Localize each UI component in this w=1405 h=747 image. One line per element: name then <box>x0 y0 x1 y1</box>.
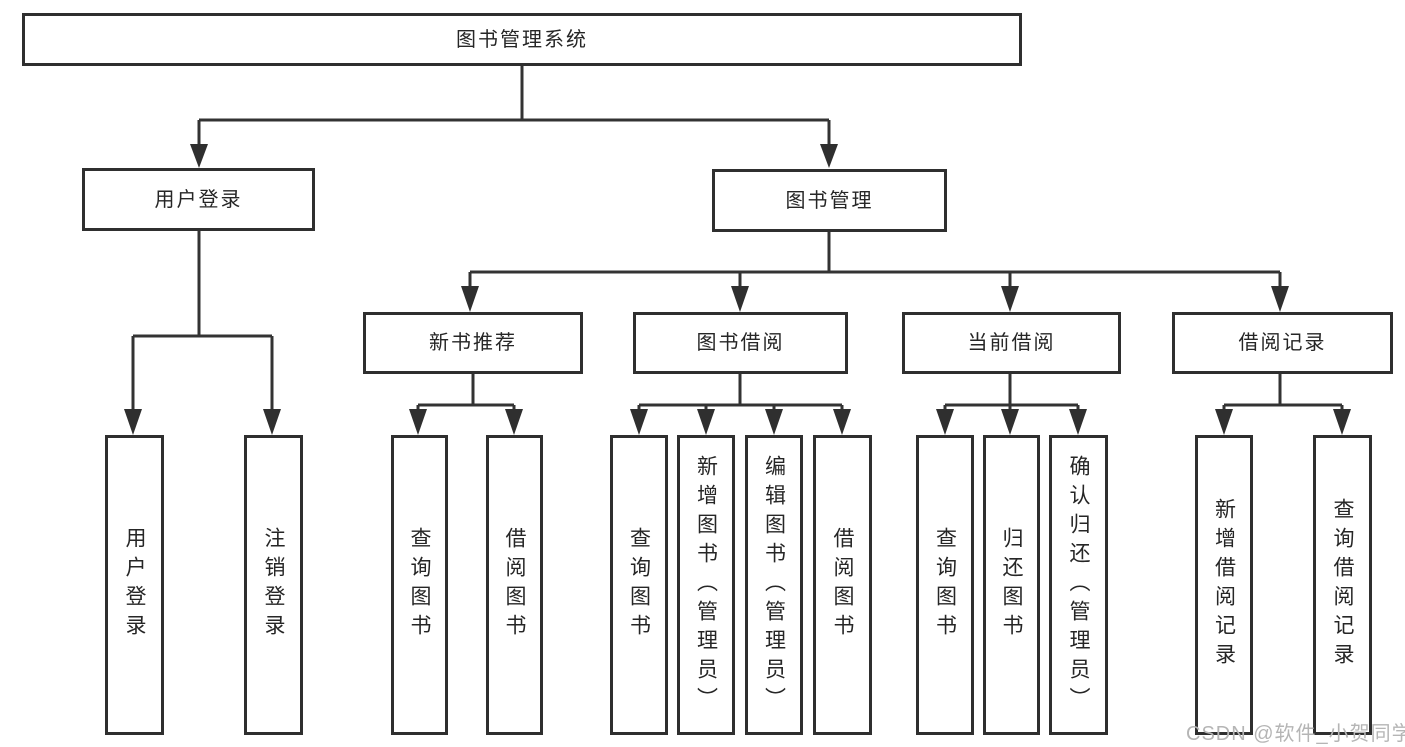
leaf-logout-label: 注销登录 <box>262 527 285 643</box>
leaf-borrow-add-books-admin-label: 新增图书（管理员） <box>694 454 718 716</box>
node-current-borrow-label: 当前借阅 <box>967 332 1056 354</box>
node-new-book-recommend-label: 新书推荐 <box>429 332 517 354</box>
leaf-newbooks-borrow-books-label: 借阅图书 <box>503 527 526 643</box>
node-user-login: 用户登录 <box>82 168 315 231</box>
node-new-book-recommend: 新书推荐 <box>363 312 583 374</box>
leaf-records-add-borrow-record-label: 新增借阅记录 <box>1212 498 1236 672</box>
node-borrow-records-label: 借阅记录 <box>1238 332 1327 354</box>
node-book-management-label: 图书管理 <box>785 189 874 212</box>
leaf-logout: 注销登录 <box>244 435 303 735</box>
csdn-watermark: CSDN @软件_小贺同学 <box>1186 723 1405 745</box>
leaf-newbooks-borrow-books: 借阅图书 <box>486 435 543 735</box>
leaf-borrow-borrow-books-label: 借阅图书 <box>831 527 854 643</box>
leaf-user-login: 用户登录 <box>105 435 164 735</box>
leaf-records-query-borrow-record-label: 查询借阅记录 <box>1331 498 1354 672</box>
leaf-records-add-borrow-record: 新增借阅记录 <box>1195 435 1253 735</box>
leaf-borrow-edit-books-admin-label: 编辑图书（管理员） <box>762 454 786 716</box>
leaf-newbooks-query-books: 查询图书 <box>391 435 448 735</box>
leaf-user-login-label: 用户登录 <box>123 527 146 643</box>
node-book-borrow-label: 图书借阅 <box>696 332 785 354</box>
leaf-current-confirm-return-admin-label: 确认归还（管理员） <box>1067 454 1090 716</box>
leaf-current-return-books-label: 归还图书 <box>1000 527 1023 643</box>
leaf-borrow-query-books: 查询图书 <box>610 435 668 735</box>
node-user-login-label: 用户登录 <box>154 188 243 211</box>
leaf-borrow-edit-books-admin: 编辑图书（管理员） <box>745 435 803 735</box>
node-book-management: 图书管理 <box>712 169 947 232</box>
leaf-current-return-books: 归还图书 <box>983 435 1040 735</box>
node-library-system-label: 图书管理系统 <box>456 28 588 51</box>
leaf-records-query-borrow-record: 查询借阅记录 <box>1313 435 1372 735</box>
node-book-borrow: 图书借阅 <box>633 312 848 374</box>
leaf-current-query-books: 查询图书 <box>916 435 974 735</box>
leaf-current-query-books-label: 查询图书 <box>933 527 957 643</box>
leaf-borrow-query-books-label: 查询图书 <box>627 527 651 643</box>
arrowheads <box>124 144 1351 435</box>
node-borrow-records: 借阅记录 <box>1172 312 1393 374</box>
leaf-borrow-borrow-books: 借阅图书 <box>813 435 872 735</box>
node-library-system: 图书管理系统 <box>22 13 1022 66</box>
leaf-borrow-add-books-admin: 新增图书（管理员） <box>677 435 735 735</box>
leaf-newbooks-query-books-label: 查询图书 <box>408 527 431 643</box>
node-current-borrow: 当前借阅 <box>902 312 1121 374</box>
leaf-current-confirm-return-admin: 确认归还（管理员） <box>1049 435 1108 735</box>
